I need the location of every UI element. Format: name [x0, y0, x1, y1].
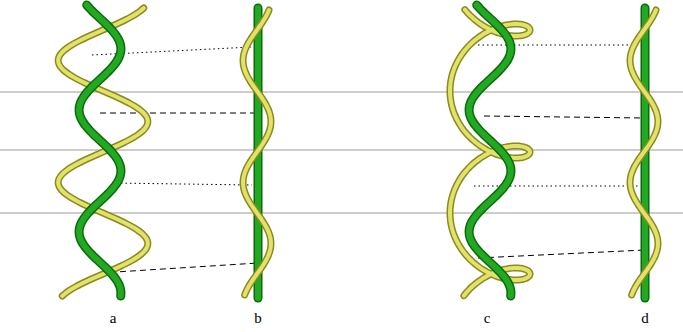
panel-label: d: [641, 311, 649, 326]
correspondence-lines: [92, 45, 645, 273]
panel-label: a: [110, 311, 117, 326]
yellow-helix: [630, 10, 658, 295]
panel-label: b: [254, 311, 262, 326]
panel-label: c: [484, 311, 491, 326]
yellow-helix: [58, 8, 148, 296]
yellow-helix: [243, 10, 271, 295]
yellow-looped-helix: [450, 10, 530, 296]
helix-tubes: [58, 5, 658, 298]
green-helix: [469, 5, 511, 296]
green-helix: [79, 5, 121, 296]
